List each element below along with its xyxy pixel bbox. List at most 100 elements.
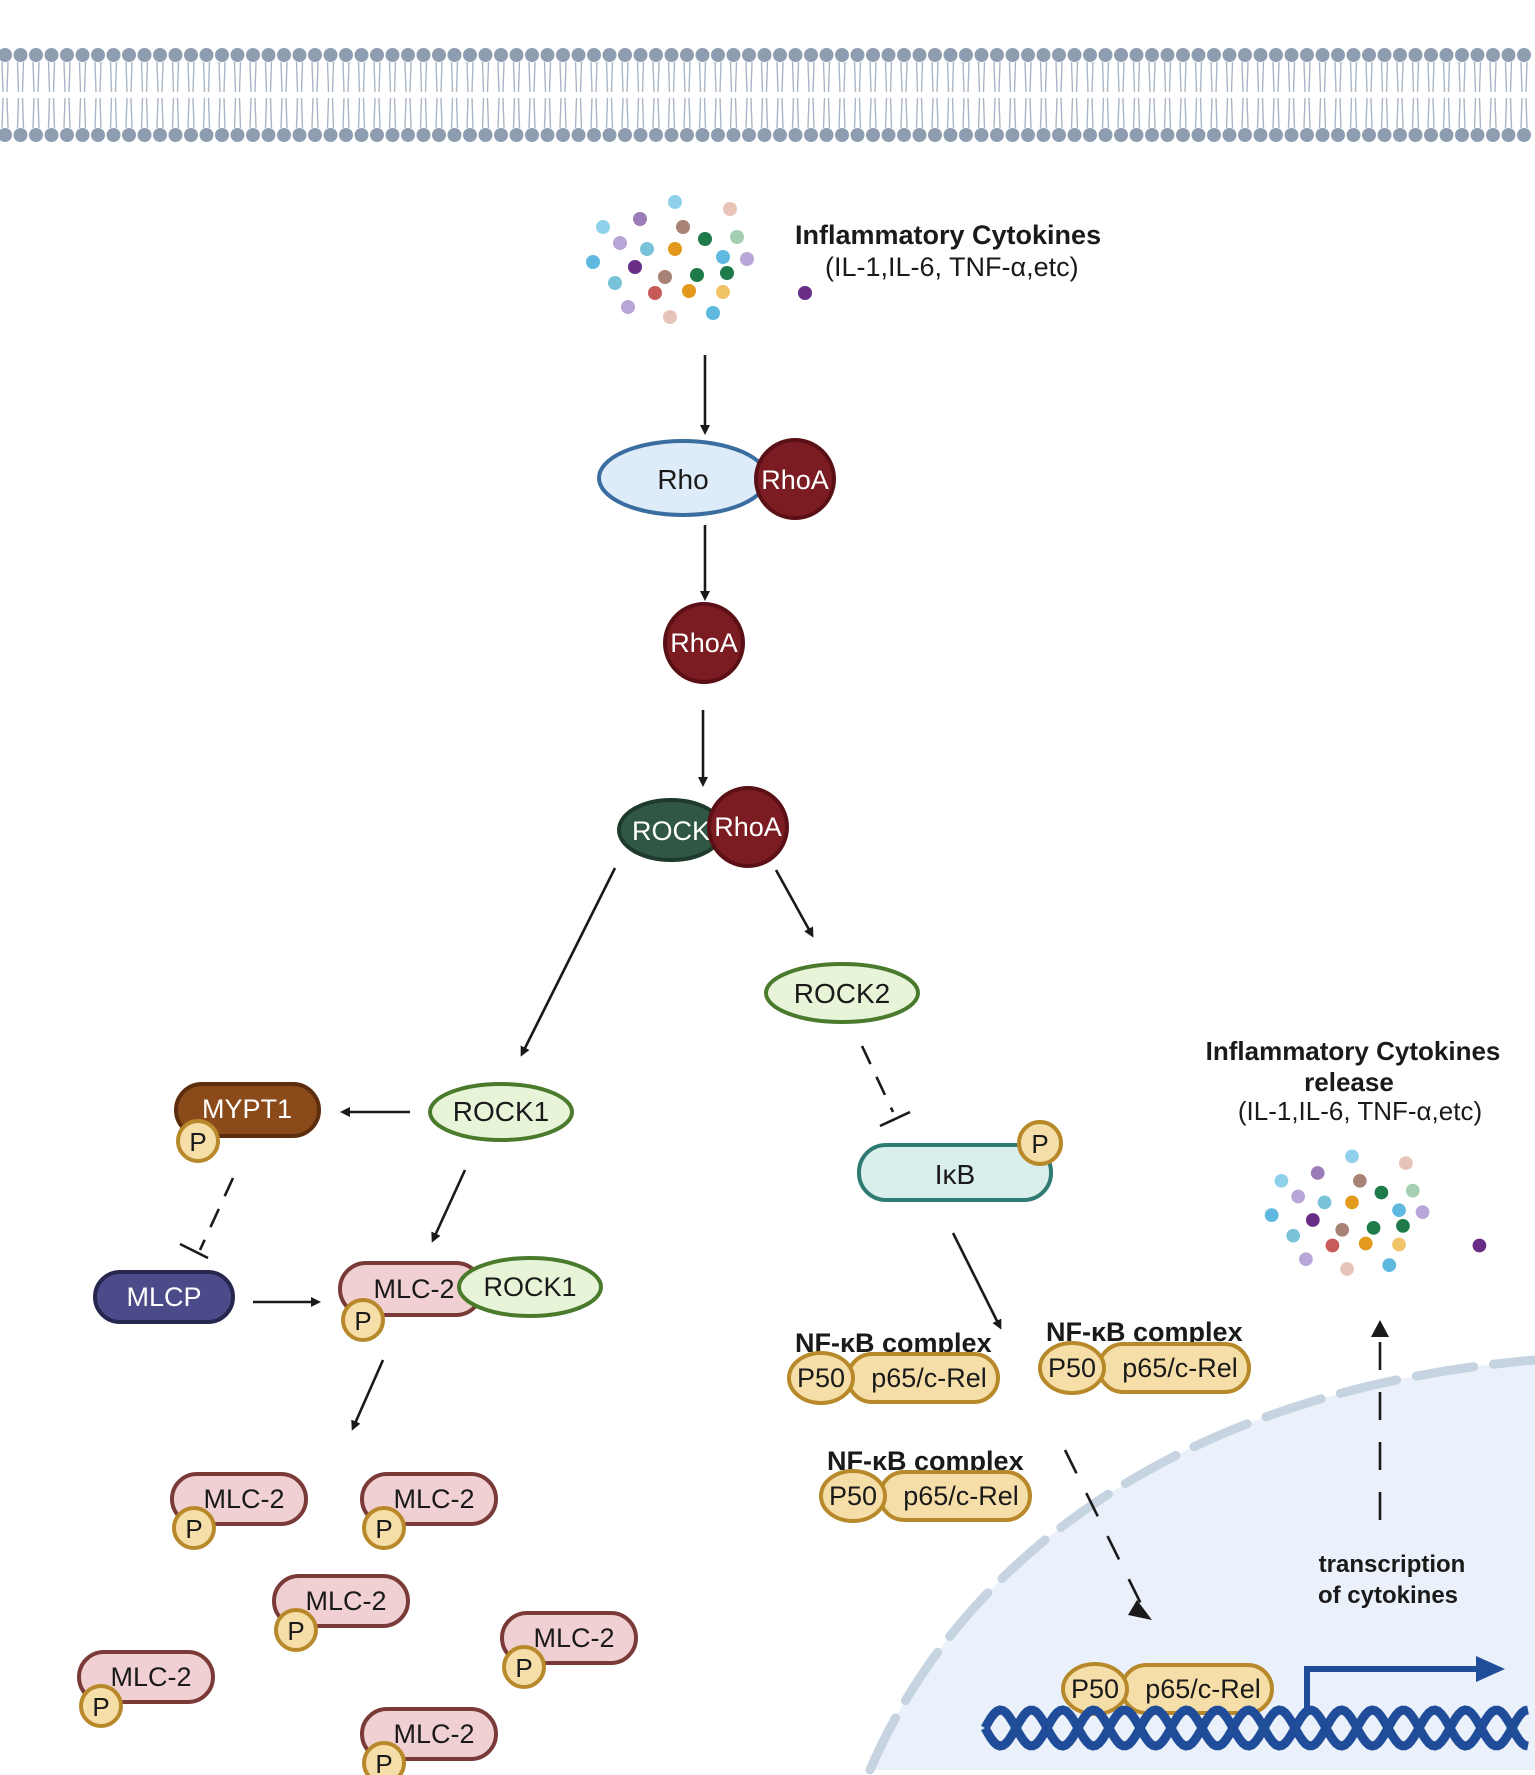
rhoa-node-bound [754,438,836,520]
phospho-mlc2-label: P [375,1749,392,1775]
mypt1: MYPT1 P [174,1082,321,1163]
p50-node [787,1351,855,1405]
cytokine-dot [668,242,682,256]
cytokine-dot [1396,1219,1410,1233]
cytokine-dot [1392,1237,1406,1252]
cytokines-subtitle: (IL-1,IL-6, TNF-α,etc) [825,252,1079,282]
cytokine-dot [608,276,622,290]
mlc2-label: MLC-2 [305,1586,386,1616]
cytokine-dot [1305,1213,1320,1227]
phospho-mlc2 [274,1608,318,1652]
cytokine-dot [720,266,734,280]
cytokine-dot [1345,1149,1359,1164]
p50-node [1038,1341,1106,1395]
cytokine-dot [1345,1195,1359,1210]
rhoa-free: RhoA [663,602,745,684]
p65-label: p65/c-Rel [903,1481,1019,1511]
arrow-rock-to-rock2 [774,869,814,938]
mlcp-node [93,1270,235,1324]
mlc2-rock1-complex: MLC-2 ROCK1 P [338,1256,603,1342]
cytokine-dot [1415,1205,1430,1220]
cytokine-dot [648,286,662,300]
p65-label: p65/c-Rel [1145,1674,1261,1704]
cytokine-dot [1340,1262,1354,1276]
mypt1-node [174,1082,321,1138]
arrows [253,355,1002,1431]
rock2-node [764,962,920,1024]
cytokine-dot [1325,1238,1340,1253]
phospho-mlc2 [362,1741,406,1775]
cytokine-dot [716,285,730,299]
cytokine-dot [586,255,600,269]
cytokine-dot [1374,1185,1389,1200]
cytokine-dot [1392,1203,1406,1218]
p50-label: P50 [1071,1674,1119,1704]
arrow-rock1-to-mlc2 [431,1169,467,1243]
cytokine-dot [596,220,610,234]
phospho-mypt1 [176,1119,220,1163]
cytokines-title: Inflammatory Cytokines [795,220,1101,250]
inhibitions [179,1045,911,1260]
inhibit-bar-ikb [879,1110,911,1128]
cell-membrane [0,48,1531,142]
cytokine-dot [676,220,690,234]
mlc2-bound-label: MLC-2 [373,1274,454,1304]
cytokine-dot [1335,1222,1350,1237]
inhibit-rock2-ikb [860,1045,895,1113]
mlc2-molecule: MLC-2P [272,1574,410,1652]
cytokine-dot [633,212,647,226]
cytokine-dot [1264,1208,1279,1222]
cytokine-dot [1472,1238,1487,1253]
phospho-mlc2-bound [341,1298,385,1342]
cytokine-dot [730,230,744,244]
ikb-label: IκB [935,1159,975,1190]
transcription-line2: of cytokines [1318,1582,1458,1609]
cytokine-dot [1274,1173,1289,1188]
phospho-mlc2 [172,1506,216,1550]
cytokine-dot [1317,1195,1332,1210]
rhoa-rock-label: RhoA [714,812,782,842]
cytokine-dot [1366,1220,1381,1235]
mlc2-molecule: MLC-2P [500,1611,638,1689]
cytokine-cluster-top [586,195,812,324]
cytokine-dot [690,268,704,282]
phospho-mlc2 [502,1645,546,1689]
cytokine-dot [798,286,812,300]
mlc2-label: MLC-2 [110,1662,191,1692]
cytokine-dot [1399,1156,1413,1171]
rhoa-node [663,602,745,684]
cytokine-dot [1299,1252,1313,1267]
release-title-line2: release [1304,1067,1394,1097]
rock1-bound-label: ROCK1 [483,1272,576,1302]
mypt1-label: MYPT1 [202,1094,292,1124]
cytokine-dot [1358,1236,1373,1251]
mlc2-molecule: MLC-2P [170,1472,308,1550]
phospho-ikb-label: P [1031,1129,1048,1159]
rock1-label: ROCK1 [453,1096,549,1127]
p50-label: P50 [797,1363,845,1393]
cytokine-dot [1382,1258,1397,1272]
transcription-start-arrow [1304,1656,1505,1712]
inhibit-bar-mlcp [179,1242,209,1260]
cytokine-dot [640,242,654,256]
mlc2-label: MLC-2 [393,1719,474,1749]
arrow-rock-to-rock1 [520,867,617,1057]
rho-label: Rho [657,464,708,495]
release-title-line1: Inflammatory Cytokines [1206,1036,1501,1066]
mlc2-label: MLC-2 [203,1484,284,1514]
phospho-mypt1-label: P [189,1127,206,1157]
mlc2-molecule: MLC-2P [360,1707,498,1775]
ikb-node [857,1143,1053,1202]
cytokine-cluster-release [1264,1149,1487,1276]
mlcp: MLCP [93,1270,235,1324]
phospho-mlc2-label: P [515,1653,532,1683]
cytokine-dot [1405,1183,1420,1198]
rock2: ROCK2 [764,962,920,1024]
arrowhead-release [1371,1320,1389,1337]
